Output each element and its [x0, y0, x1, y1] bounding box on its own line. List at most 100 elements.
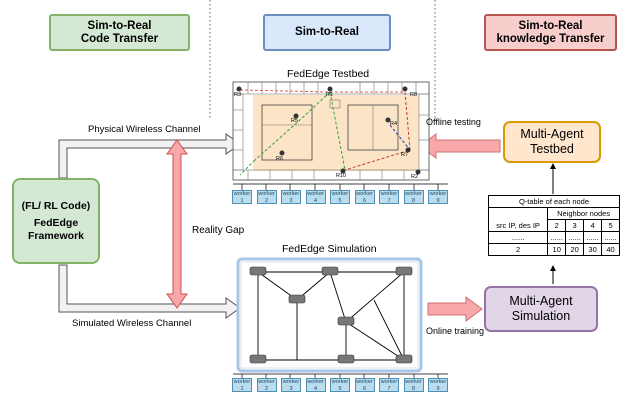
- q-table-dots: ......: [547, 231, 567, 244]
- q-table: Q-table of each node Neighbor nodes src …: [487, 195, 620, 256]
- worker-number: 5: [338, 197, 342, 204]
- reality-gap-arrow: [166, 139, 188, 309]
- header-code-transfer: Sim-to-Real Code Transfer: [49, 14, 190, 51]
- header-sim-to-real: Sim-to-Real: [263, 14, 391, 51]
- online-training-label: Online training: [426, 326, 485, 336]
- testbed-floorplan: [232, 81, 430, 181]
- q-table-cell: 20: [565, 243, 585, 256]
- router-label: R6: [276, 156, 284, 162]
- reality-gap-label: Reality Gap: [192, 225, 245, 236]
- worker-number: 8: [411, 385, 416, 392]
- q-table-neighbor-header: Neighbor nodes: [547, 207, 620, 220]
- worker-label: worker: [405, 191, 422, 197]
- fededge-framework-box: (FL/ RL Code) FedEdge Framework: [12, 178, 100, 264]
- offline-testing-label: Offline testing: [426, 117, 481, 127]
- worker-number: 8: [411, 197, 416, 204]
- worker-label: worker: [233, 191, 251, 197]
- worker-number: 2: [264, 197, 269, 204]
- worker-number: 4: [313, 385, 318, 392]
- worker-label: worker: [258, 379, 275, 385]
- framework-code-label: (FL/ RL Code): [21, 199, 91, 212]
- simulated-channel-label: Simulated Wireless Channel: [72, 318, 192, 329]
- worker-number: 7: [387, 385, 391, 392]
- q-table-cell: 30: [583, 243, 603, 256]
- worker-number: 2: [264, 385, 269, 392]
- worker-label: worker: [258, 191, 275, 197]
- q-table-col: 3: [565, 219, 585, 232]
- q-table-col: 2: [547, 219, 567, 232]
- worker-label: worker: [233, 379, 251, 385]
- q-table-col: 5: [601, 219, 620, 232]
- worker-number: 4: [313, 197, 318, 204]
- router-label: R1: [326, 92, 334, 98]
- worker-number: 3: [289, 385, 293, 392]
- offline-testing-arrow: [419, 133, 501, 159]
- worker-number: 9: [436, 197, 440, 204]
- worker-number: 6: [362, 385, 367, 392]
- worker-number: 5: [338, 385, 342, 392]
- router-label: R5: [291, 118, 299, 124]
- q-table-cell: 10: [547, 243, 567, 256]
- worker-label: worker: [356, 191, 373, 197]
- q-table-cell: 40: [601, 243, 620, 256]
- physical-channel-arrow: [58, 133, 241, 179]
- q-table-dots: ......: [583, 231, 603, 244]
- q-table-dots: ......: [487, 231, 549, 244]
- framework-name-label: FedEdge Framework: [27, 216, 85, 242]
- worker-number: 3: [289, 197, 293, 204]
- testbed-title: FedEdge Testbed: [287, 68, 370, 80]
- multi-agent-simulation-box: Multi-Agent Simulation: [484, 286, 598, 332]
- q-table-title: Q-table of each node: [488, 195, 620, 208]
- worker-label: worker: [405, 379, 422, 385]
- worker-label: worker: [380, 379, 398, 385]
- worker-label: worker: [331, 379, 349, 385]
- router-label: R7: [401, 152, 409, 158]
- header-knowledge-transfer: Sim-to-Real knowledge Transfer: [484, 14, 617, 51]
- worker-label: worker: [380, 191, 398, 197]
- router-label: R8: [410, 92, 418, 98]
- worker-label: worker: [331, 191, 349, 197]
- physical-channel-label: Physical Wireless Channel: [88, 124, 201, 135]
- worker-label: worker: [307, 191, 324, 197]
- worker-number: 7: [387, 197, 391, 204]
- q-table-row-header: src IP, des IP: [487, 219, 549, 232]
- worker-label: worker: [429, 379, 447, 385]
- simulated-channel-arrow: [58, 264, 241, 319]
- simulation-title: FedEdge Simulation: [282, 243, 377, 255]
- worker-label: worker: [282, 379, 300, 385]
- simulation-network: [236, 257, 423, 373]
- worker-number: 1: [240, 197, 244, 204]
- q-table-row-label: 2: [487, 243, 549, 256]
- worker-label: worker: [356, 379, 373, 385]
- worker-label: worker: [429, 191, 447, 197]
- q-table-dots: ......: [565, 231, 585, 244]
- worker-number: 6: [362, 197, 367, 204]
- worker-label: worker: [307, 379, 324, 385]
- router-label: R10: [336, 173, 347, 179]
- worker-number: 9: [436, 385, 440, 392]
- router-label: R3: [234, 92, 242, 98]
- multi-agent-testbed-box: Multi-Agent Testbed: [503, 121, 601, 163]
- q-table-dots: ......: [601, 231, 620, 244]
- worker-number: 1: [240, 385, 244, 392]
- q-table-col: 4: [583, 219, 603, 232]
- worker-label: worker: [282, 191, 300, 197]
